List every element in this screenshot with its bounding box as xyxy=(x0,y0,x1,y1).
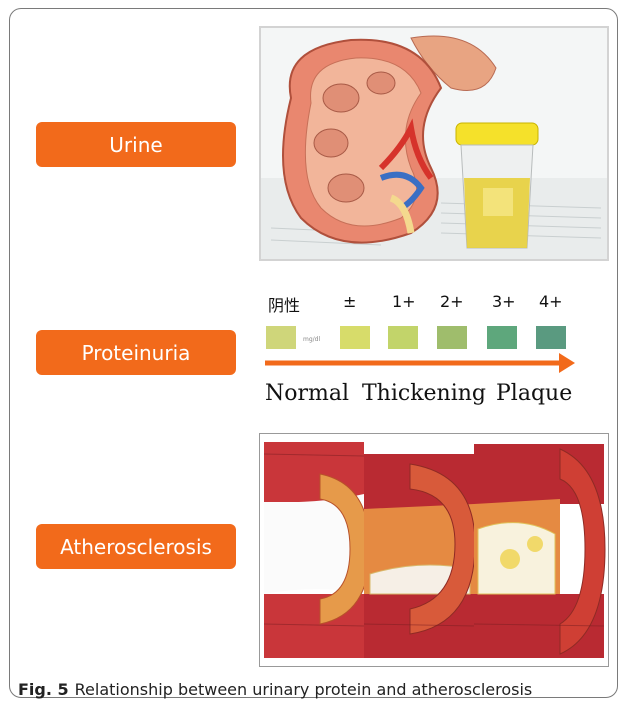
proteinuria-label: Proteinuria xyxy=(36,330,236,375)
swatch-2plus xyxy=(437,326,467,349)
level-3plus: 3+ xyxy=(492,292,516,311)
stage-normal: Normal xyxy=(265,381,349,406)
atherosclerosis-label: Atherosclerosis xyxy=(36,524,236,569)
level-1plus: 1+ xyxy=(392,292,416,311)
level-4plus: 4+ xyxy=(539,292,563,311)
unit-label: mg/dl xyxy=(303,336,320,343)
swatch-trace xyxy=(340,326,370,349)
figure-number: Fig. 5 xyxy=(18,680,69,699)
kidney-urine-image xyxy=(259,26,609,261)
urine-label: Urine xyxy=(36,122,236,167)
stage-thickening: Thickening xyxy=(362,381,486,406)
kidney-urine-illustration xyxy=(261,28,607,259)
swatch-4plus xyxy=(536,326,566,349)
level-2plus: 2+ xyxy=(440,292,464,311)
progression-arrow xyxy=(263,350,577,376)
caption-text: Relationship between urinary protein and… xyxy=(75,680,533,699)
level-negative: 阴性 xyxy=(268,292,300,316)
stage-plaque: Plaque xyxy=(496,381,572,406)
swatch-negative xyxy=(266,326,296,349)
artery-illustration xyxy=(260,434,608,666)
swatch-3plus xyxy=(487,326,517,349)
level-trace: ± xyxy=(343,292,356,311)
swatch-1plus xyxy=(388,326,418,349)
figure-caption: Fig. 5 Relationship between urinary prote… xyxy=(18,680,532,699)
artery-image xyxy=(259,433,609,667)
